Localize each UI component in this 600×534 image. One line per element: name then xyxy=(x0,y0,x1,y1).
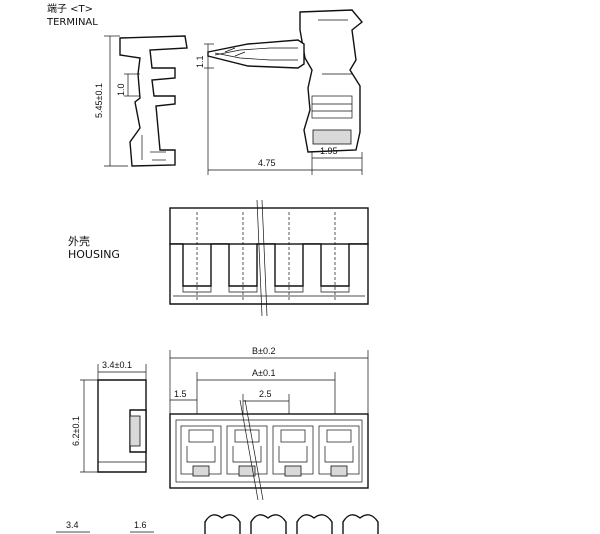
dim-1-0: 1.0 xyxy=(116,73,140,97)
dim-2-5-text: 2.5 xyxy=(259,389,272,399)
dim-1-5-text: 1.5 xyxy=(174,389,187,399)
terminal-cn-label: 端子 <T> xyxy=(47,4,94,15)
dim-1-1: 1.1 xyxy=(195,43,214,69)
housing-side-view xyxy=(97,379,147,473)
dim-3-4-tol: 3.4±0.1 xyxy=(97,360,147,380)
dim-1-95-text: 1.95 xyxy=(320,146,338,156)
dim-b: B±0.2 xyxy=(169,346,369,414)
terminal-top-view xyxy=(207,9,363,153)
dim-1-1-text: 1.1 xyxy=(195,55,205,68)
dim-a-text: A±0.1 xyxy=(252,368,275,378)
dim-3-4-tol-text: 3.4±0.1 xyxy=(102,360,132,370)
bottom-partial-view xyxy=(204,514,379,534)
dim-5-45-text: 5.45±0.1 xyxy=(94,83,104,118)
dim-1-0-text: 1.0 xyxy=(116,83,126,96)
dim-4-75-text: 4.75 xyxy=(258,158,276,168)
housing-front-view xyxy=(169,199,369,317)
dim-1-6: 1.6 xyxy=(130,520,154,533)
terminal-en-label: TERMINAL xyxy=(47,17,98,28)
dim-6-2-text: 6.2±0.1 xyxy=(71,416,81,446)
dim-1-5: 1.5 xyxy=(170,389,197,401)
terminal-side-view xyxy=(119,35,188,167)
dim-a: A±0.1 xyxy=(196,368,336,414)
housing-top-view xyxy=(169,399,369,501)
dim-4-75: 4.75 xyxy=(207,68,363,175)
dim-1-6-text: 1.6 xyxy=(134,520,147,530)
dim-b-text: B±0.2 xyxy=(252,346,275,356)
dim-6-2: 6.2±0.1 xyxy=(71,379,98,473)
dim-1-95: 1.95 xyxy=(311,146,362,175)
housing-en-label: HOUSING xyxy=(68,248,120,261)
dim-3-4-text: 3.4 xyxy=(66,520,79,530)
dim-5-45: 5.45±0.1 xyxy=(94,35,128,167)
dim-3-4: 3.4 xyxy=(56,520,90,533)
housing-cn-label: 外壳 xyxy=(68,235,90,248)
dim-2-5: 2.5 xyxy=(242,389,290,414)
